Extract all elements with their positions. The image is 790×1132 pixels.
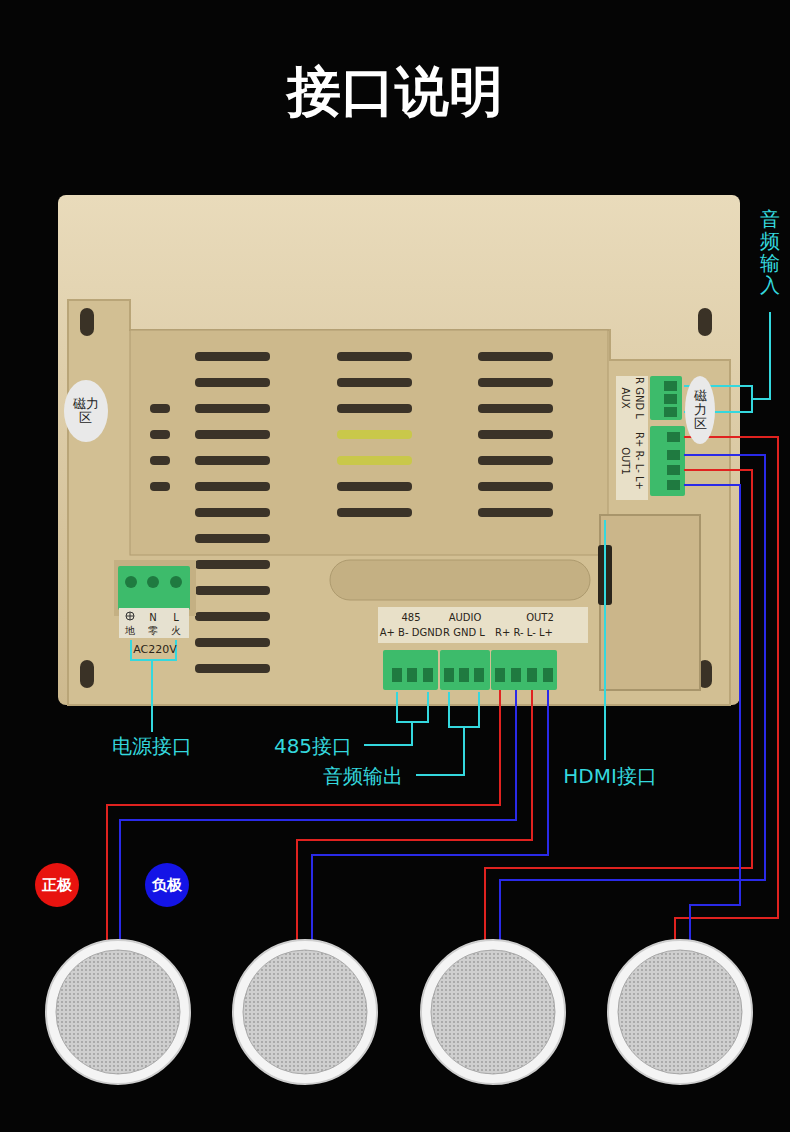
callout-label: 485接口	[274, 735, 352, 757]
pin-label: R+ R- L- L+	[634, 432, 645, 490]
magnet-zone-oval: 磁力区	[64, 380, 108, 442]
positive-badge: 正极	[35, 863, 79, 907]
pin-label: R+ R- L- L+	[495, 627, 553, 638]
node-text: 负极	[152, 877, 182, 894]
pin-label: R GND L	[443, 627, 485, 638]
node-text: 磁力区	[72, 397, 99, 426]
negative-badge: 负极	[145, 863, 189, 907]
port-label: 485	[401, 612, 420, 623]
pin-label: L	[173, 612, 179, 623]
port-label: AUX	[620, 387, 631, 408]
pin-label: R GND L	[634, 377, 645, 419]
callout-label: 电源接口	[112, 735, 192, 757]
callout-label: 音频输出	[323, 765, 403, 787]
pin-label: N	[149, 612, 156, 623]
callout-label: 音频输入	[760, 208, 780, 296]
voltage-label: AC220V	[133, 644, 177, 656]
node-text: 磁力区	[694, 389, 707, 432]
port-label: AUDIO	[449, 612, 482, 623]
pin-label: 地	[125, 625, 135, 636]
port-label: OUT2	[526, 612, 554, 623]
callout-label: HDMI接口	[563, 765, 657, 787]
pin-label: 火	[171, 625, 181, 636]
pin-label: 零	[148, 625, 158, 636]
pin-label: A+ B- DGND	[380, 627, 443, 638]
port-label: OUT1	[620, 447, 631, 475]
magnet-zone-oval: 磁力区	[685, 376, 715, 444]
page-title: 接口说明	[287, 62, 503, 121]
node-text: 正极	[42, 877, 72, 894]
